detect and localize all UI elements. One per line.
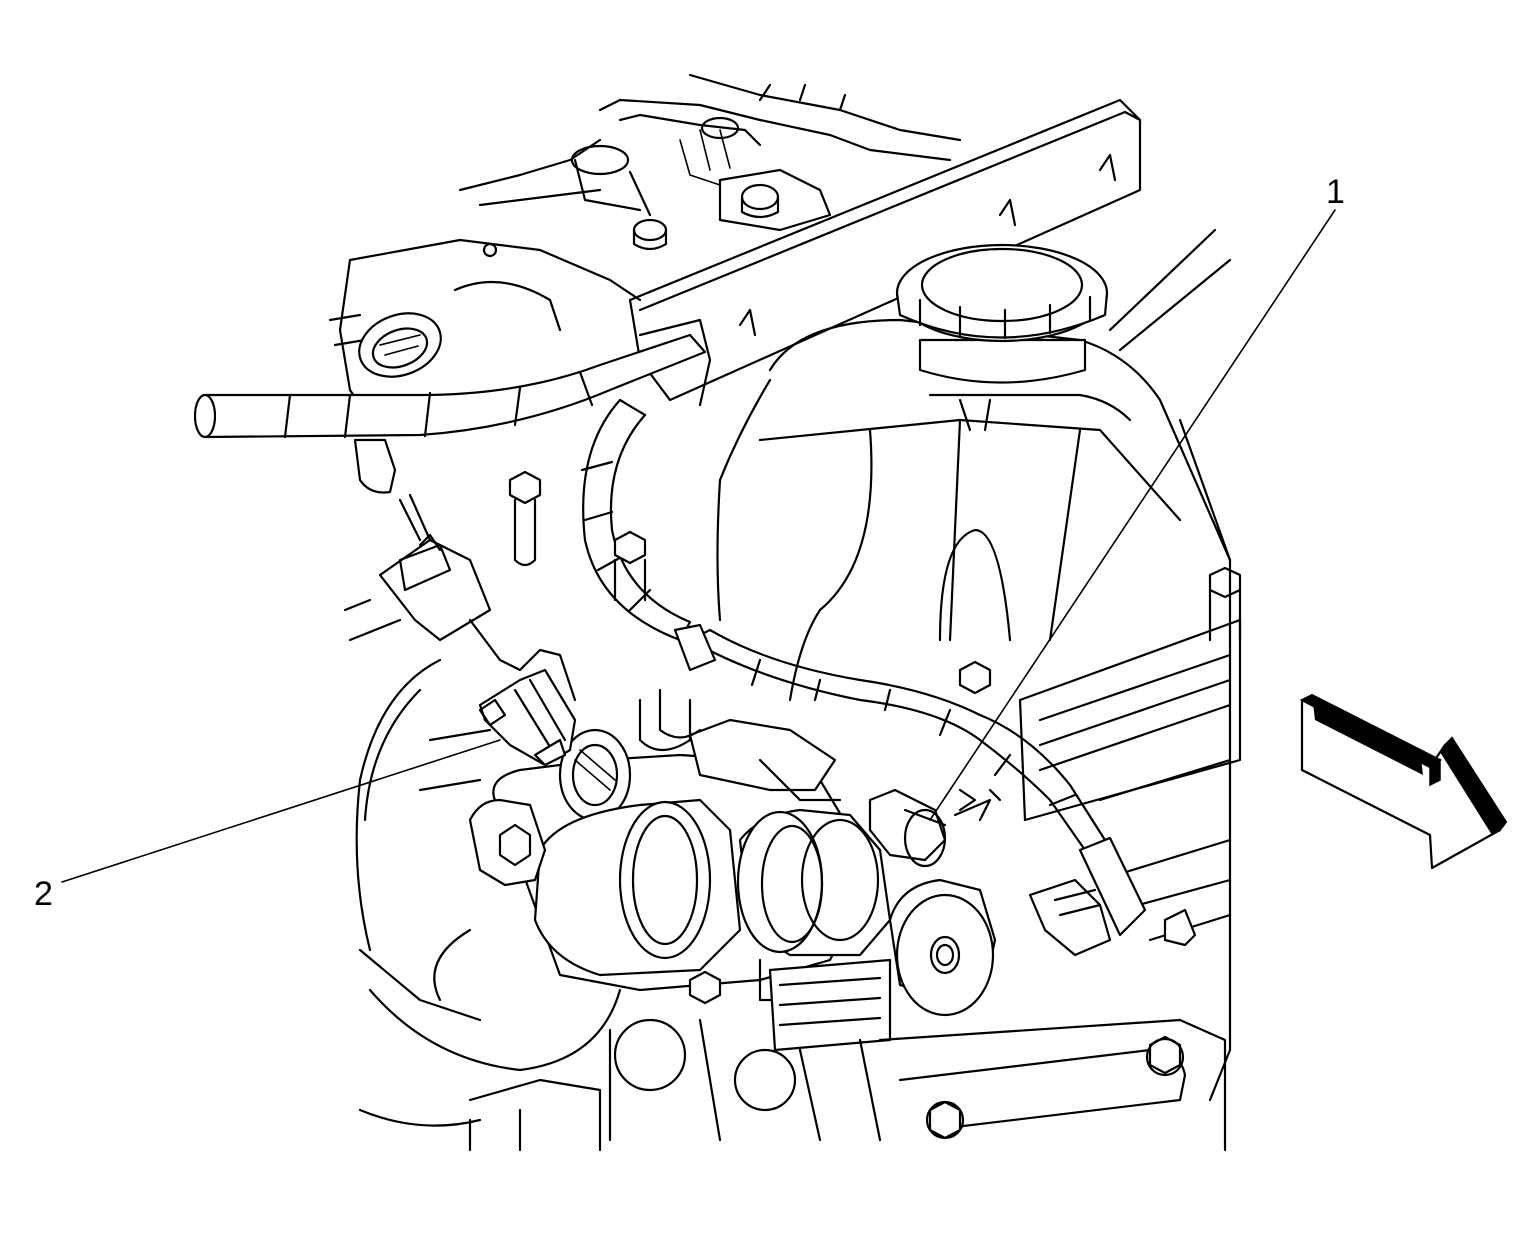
cylinder-head-ribs — [1018, 418, 1242, 1102]
sensor-connector — [478, 648, 577, 767]
coolant-temperature-sensor — [868, 788, 1002, 868]
wiring-harness-main — [193, 333, 707, 672]
upper-intake-manifold — [458, 73, 962, 258]
coolant-reservoir — [716, 228, 1232, 702]
left-valve-cover — [328, 238, 642, 422]
direction-arrow-icon — [1299, 693, 1508, 870]
coolant-hoses — [468, 798, 892, 977]
callout-1-leader — [929, 209, 1336, 821]
fuel-rail — [628, 98, 1142, 407]
callout-2-leader — [61, 739, 501, 883]
bolts — [508, 470, 1242, 695]
callout-1-label: 1 — [1326, 173, 1345, 211]
water-pump-pulley — [888, 878, 997, 1017]
front-cover — [343, 598, 622, 1127]
right-harness-connector — [1028, 836, 1147, 957]
lower-engine-brackets — [468, 958, 1227, 1152]
callout-2-label: 2 — [34, 875, 53, 913]
